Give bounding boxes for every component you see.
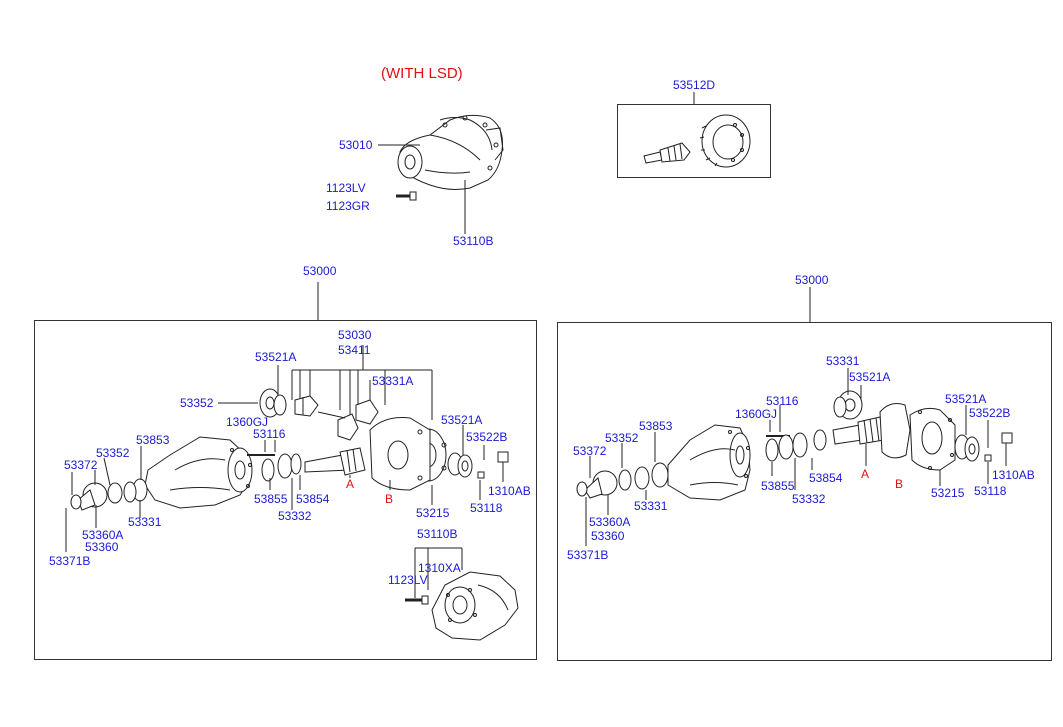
label-b-right: B bbox=[895, 477, 904, 491]
left-bottom-carrier bbox=[405, 548, 518, 640]
label-53352-left-a: 53352 bbox=[180, 396, 214, 410]
label-53215-right: 53215 bbox=[931, 486, 965, 500]
label-53371b-right: 53371B bbox=[567, 548, 609, 562]
label-53116-left: 53116 bbox=[253, 427, 286, 441]
label-53360a-right: 53360A bbox=[589, 515, 631, 529]
left-bracket-lines bbox=[218, 345, 432, 420]
label-53118-left: 53118 bbox=[470, 501, 503, 515]
label-53331-right-b: 53331 bbox=[634, 499, 668, 513]
label-53371b-left: 53371B bbox=[49, 554, 91, 568]
label-1123lv-left: 1123LV bbox=[388, 573, 428, 587]
label-53854-left: 53854 bbox=[296, 492, 330, 506]
label-53521a-right-b: 53521A bbox=[945, 392, 987, 406]
label-a-left: A bbox=[346, 477, 355, 491]
right-housing bbox=[668, 425, 790, 500]
label-53855-right: 53855 bbox=[761, 479, 795, 493]
right-diff-case bbox=[834, 391, 1012, 470]
label-53332-right: 53332 bbox=[792, 492, 826, 506]
label-53331a: 53331A bbox=[372, 374, 414, 388]
left-leaders bbox=[66, 440, 300, 552]
label-53360-right: 53360 bbox=[591, 529, 625, 543]
left-diff-gears bbox=[260, 389, 378, 440]
right-bearings bbox=[577, 430, 826, 498]
label-53854-right: 53854 bbox=[809, 471, 843, 485]
bolt-1123lv-drawing bbox=[396, 192, 416, 200]
left-diff-case bbox=[370, 418, 508, 506]
label-1360gj-right: 1360GJ bbox=[735, 407, 778, 421]
label-53372-right: 53372 bbox=[573, 444, 607, 458]
label-53360a-left: 53360A bbox=[82, 528, 124, 542]
label-53118-right: 53118 bbox=[974, 484, 1007, 498]
label-53110b-top: 53110B bbox=[453, 234, 494, 248]
label-53331-right-a: 53331 bbox=[826, 354, 860, 368]
label-53853-right: 53853 bbox=[639, 419, 673, 433]
ring-pinion-drawing bbox=[644, 115, 750, 167]
label-53110b-left: 53110B bbox=[417, 527, 458, 541]
right-pinion-ring bbox=[833, 404, 910, 458]
label-53352-left-b: 53352 bbox=[96, 446, 130, 460]
label-53521a-left-b: 53521A bbox=[441, 413, 483, 427]
left-bearings bbox=[71, 454, 301, 510]
label-53521a-right-a: 53521A bbox=[849, 370, 891, 384]
label-53116-right: 53116 bbox=[766, 394, 799, 408]
label-53522b-right: 53522B bbox=[969, 406, 1011, 420]
right-assembly-box bbox=[557, 322, 1052, 661]
label-53853-left: 53853 bbox=[136, 433, 170, 447]
label-1360gj-left: 1360GJ bbox=[226, 415, 269, 429]
label-53000-right: 53000 bbox=[795, 273, 829, 287]
label-1123lv-top: 1123LV bbox=[326, 181, 366, 195]
label-53522b-left: 53522B bbox=[466, 430, 508, 444]
label-53855-left: 53855 bbox=[254, 492, 288, 506]
right-leaders bbox=[586, 368, 1006, 546]
with-lsd-header: (WITH LSD) bbox=[381, 65, 463, 82]
label-53411: 53411 bbox=[338, 343, 371, 357]
label-53352-right: 53352 bbox=[605, 431, 639, 445]
label-a-right: A bbox=[861, 467, 870, 481]
label-53360-left: 53360 bbox=[85, 540, 119, 554]
left-housing bbox=[145, 437, 275, 508]
label-53030: 53030 bbox=[338, 328, 372, 342]
ring-pinion-box bbox=[617, 104, 771, 178]
left-pinion-ring bbox=[305, 448, 390, 490]
label-53332-left: 53332 bbox=[278, 509, 312, 523]
label-53010: 53010 bbox=[339, 138, 373, 152]
label-1310ab-right: 1310AB bbox=[992, 468, 1035, 482]
label-53512d: 53512D bbox=[673, 78, 716, 92]
label-53331-left: 53331 bbox=[128, 515, 162, 529]
label-b-left: B bbox=[385, 492, 394, 506]
label-53372-left: 53372 bbox=[64, 458, 98, 472]
lsd-carrier-drawing bbox=[398, 115, 503, 189]
label-53000-left: 53000 bbox=[303, 264, 337, 278]
left-assembly-box bbox=[34, 320, 537, 660]
label-1310ab-left: 1310AB bbox=[488, 484, 531, 498]
label-53215-left: 53215 bbox=[416, 506, 450, 520]
label-1310xa: 1310XA bbox=[418, 561, 461, 575]
label-1123gr: 1123GR bbox=[326, 199, 370, 213]
label-53521a-left-a: 53521A bbox=[255, 350, 297, 364]
